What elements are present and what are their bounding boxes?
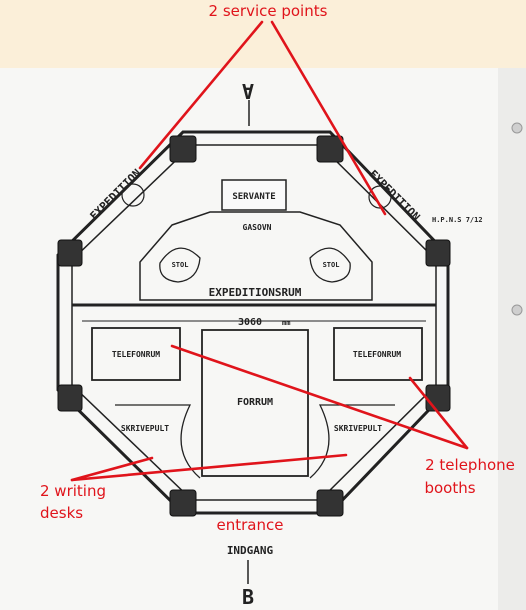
annotation-telephone-line2: booths	[424, 479, 475, 497]
sheet-note: H.P.N.S 7/12	[432, 216, 483, 224]
column	[316, 135, 344, 163]
stool-left	[121, 183, 145, 207]
column	[169, 135, 197, 163]
arrow-phone-right	[408, 376, 469, 450]
pin-marker-icon	[511, 304, 523, 316]
column	[57, 384, 83, 412]
annotation-entrance: entrance	[217, 516, 284, 534]
dimension-unit: mm	[282, 319, 290, 327]
column	[316, 489, 344, 517]
telefonrum-left-label: TELEFONRUM	[112, 350, 160, 359]
arrow-desk-right	[70, 453, 348, 482]
vestibule	[201, 329, 309, 477]
indgang-label: INDGANG	[227, 544, 274, 557]
central-counter	[139, 211, 373, 301]
gasovn-label: GASOVN	[243, 223, 272, 232]
section-marker-top: A	[242, 79, 254, 126]
expeditionsrum-label: EXPEDITIONSRUM	[209, 286, 302, 299]
telephone-booth-left	[91, 327, 181, 381]
stol-right-label: STOL	[323, 261, 340, 269]
arrow-phone-left	[170, 344, 469, 450]
paper-edge-strip	[498, 68, 526, 610]
chair-left	[159, 247, 201, 283]
servante-cabinet	[221, 179, 287, 211]
annotation-telephone-line1: 2 telephone	[425, 456, 515, 474]
arrow-service-left	[138, 20, 264, 170]
column	[57, 239, 83, 267]
annotation-service-points: 2 service points	[209, 2, 328, 20]
forrum-label: FORRUM	[237, 397, 273, 408]
corner-columns	[57, 135, 451, 517]
writing-desk-left	[115, 404, 201, 479]
telefonrum-right-label: TELEFONRUM	[353, 350, 401, 359]
arrow-desk-left	[70, 456, 154, 482]
annotation-writing-line1: 2 writing	[40, 482, 106, 500]
skrivepult-left-label: SKRIVEPULT	[121, 424, 169, 433]
annotation-arrows	[70, 20, 469, 482]
dimension-label: 3060	[238, 317, 262, 328]
skrivepult-right-label: SKRIVEPULT	[334, 424, 382, 433]
plan-paper	[0, 68, 498, 610]
column	[169, 489, 197, 517]
arrow-service-right	[270, 20, 387, 216]
telephone-booth-right	[333, 327, 423, 381]
column	[425, 384, 451, 412]
writing-desk-right	[309, 404, 395, 479]
section-label-top: A	[242, 79, 254, 103]
section-label-bottom: B	[242, 585, 254, 609]
column	[425, 239, 451, 267]
servante-label: SERVANTE	[232, 192, 275, 202]
pin-marker-icon	[511, 122, 523, 134]
chair-right	[309, 247, 351, 283]
stol-left-label: STOL	[172, 261, 189, 269]
annotation-writing-line2: desks	[40, 504, 83, 522]
